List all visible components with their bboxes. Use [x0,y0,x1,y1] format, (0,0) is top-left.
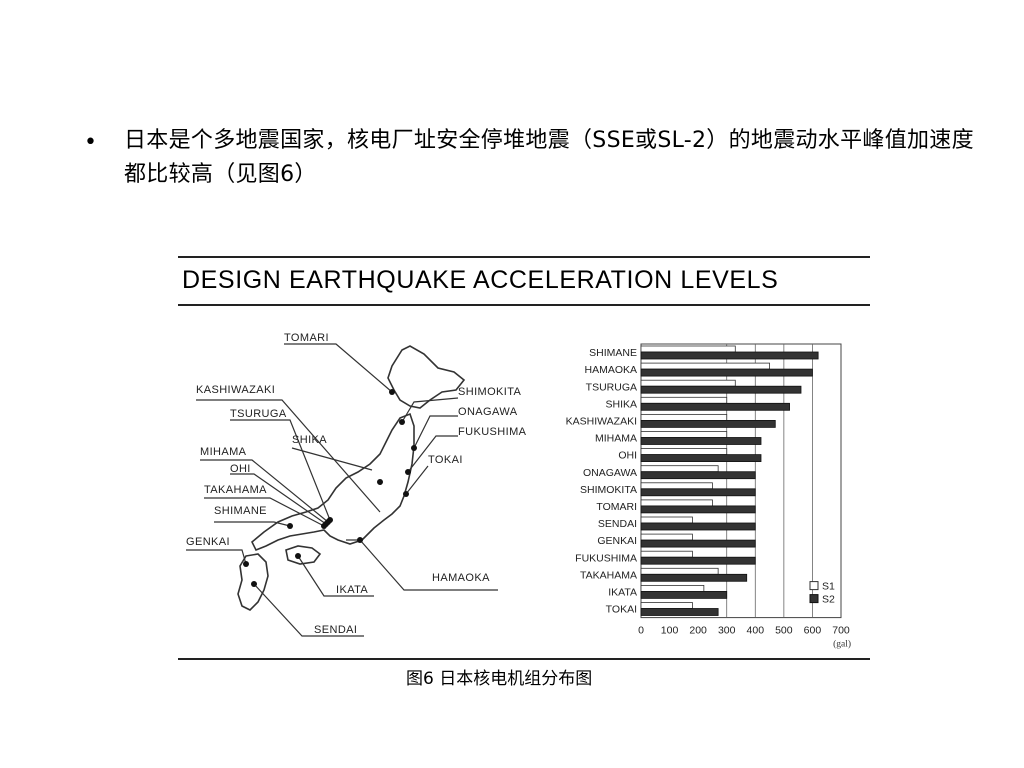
category-label: IKATA [608,586,637,598]
bar-s1 [640,550,693,558]
category-label: KASHIWAZAKI [566,415,637,427]
map-label-shimane: SHIMANE [214,505,267,517]
bar-s1 [640,431,728,438]
x-tick-label: 700 [832,625,850,637]
bar-s1 [640,448,728,456]
legend-swatch-s2 [809,594,819,604]
map-label-hamaoka: HAMAOKA [432,572,490,584]
bullet-dot: • [84,130,97,155]
map-label-tsuruga: TSURUGA [230,408,287,420]
map-label-tokai: TOKAI [428,454,463,466]
x-unit-label: (gal) [833,639,851,650]
bar-s1 [640,379,736,387]
map-label-genkai: GENKAI [186,536,230,548]
bar-s2 [640,488,756,497]
japan-map [186,343,498,637]
category-label: SHIMOKITA [580,484,637,496]
shikoku-outline [285,545,322,565]
x-tick-label: 0 [638,625,644,637]
honshu-outline [251,412,415,552]
legend-swatch-s1 [809,581,819,591]
category-label: TSURUGA [586,381,637,393]
bar-s1 [640,482,713,490]
bar-s2 [640,539,756,548]
bar-s1 [640,602,693,609]
bar-s2 [640,454,762,463]
kyushu-outline [237,553,269,611]
bar-s2 [640,385,802,394]
x-tick-label: 600 [804,625,822,637]
map-label-kashiwazaki: KASHIWAZAKI [196,384,276,396]
bar-s2 [640,402,790,411]
category-label: SHIKA [605,398,637,410]
legend-label-s2: S2 [822,594,835,606]
bar-s2 [640,471,756,480]
category-label: ONAGAWA [583,467,637,479]
bar-s2 [640,590,728,599]
bar-s2 [640,437,762,445]
map-label-fukushima: FUKUSHIMA [458,426,527,438]
title-rule [178,304,870,306]
bar-s2 [640,351,819,360]
bullet-item: • 日本是个多地震国家，核电厂址安全停堆地震（SSE或SL-2）的地震动水平峰值… [84,124,994,192]
bar-s2 [640,505,756,514]
bottom-rule [178,658,870,660]
x-tick-label: 500 [775,625,793,637]
category-label: TOKAI [606,604,637,616]
map-label-onagawa: ONAGAWA [458,406,518,418]
map-label-ohi: OHI [230,463,251,475]
chart-frame [640,343,842,619]
bar-s1 [640,465,719,473]
map-label-mihama: MIHAMA [200,446,247,458]
category-label: TAKAHAMA [580,569,637,581]
x-tick-label: 100 [661,625,679,637]
bar-s2 [640,608,719,616]
bar-s1 [640,533,693,541]
bar-s1 [640,345,736,353]
map-label-shimokita: SHIMOKITA [458,386,522,398]
x-tick-label: 300 [718,625,736,637]
bar-s2 [640,573,748,582]
category-label: SENDAI [598,518,637,530]
category-label: MIHAMA [595,433,637,445]
bar-s2 [640,556,756,565]
top-rule [178,256,870,258]
plant-dots [243,389,417,587]
map-label-takahama: TAKAHAMA [204,484,267,496]
figure-caption: 图6 日本核电机组分布图 [406,669,593,689]
category-label: TOMARI [596,501,637,513]
bar-s1 [640,516,693,524]
category-label: FUKUSHIMA [575,552,637,564]
x-tick-label: 200 [689,625,707,637]
bar-s2 [640,522,756,531]
x-tick-label: 400 [747,625,765,637]
bar-s1 [640,413,728,421]
category-label: OHI [618,450,637,462]
bar-s1 [640,362,770,370]
acceleration-bar-chart: 0 100 200 300 400 500 600 700 (gal) SHIMANE HAMAOK… [566,343,851,650]
hokkaido-outline [387,345,466,409]
bar-s2 [640,419,776,428]
bar-s2 [640,368,813,377]
category-label: HAMAOKA [584,364,637,376]
map-label-shika: SHIKA [292,434,328,446]
category-label: GENKAI [597,535,637,547]
map-label-tomari: TOMARI [284,332,329,344]
bar-s1 [640,396,728,404]
map-label-sendai: SENDAI [314,624,358,636]
bar-s1 [640,567,719,575]
bullet-text: 日本是个多地震国家，核电厂址安全停堆地震（SSE或SL-2）的地震动水平峰值加速… [124,128,974,187]
legend-label-s1: S1 [822,581,835,593]
figure: DESIGN EARTHQUAKE ACCELERATION LEVELS [174,250,874,690]
figure-title: DESIGN EARTHQUAKE ACCELERATION LEVELS [182,266,779,294]
bar-s1 [640,584,705,592]
map-label-ikata: IKATA [336,584,369,596]
bar-s1 [640,499,713,507]
category-label: SHIMANE [589,347,637,359]
